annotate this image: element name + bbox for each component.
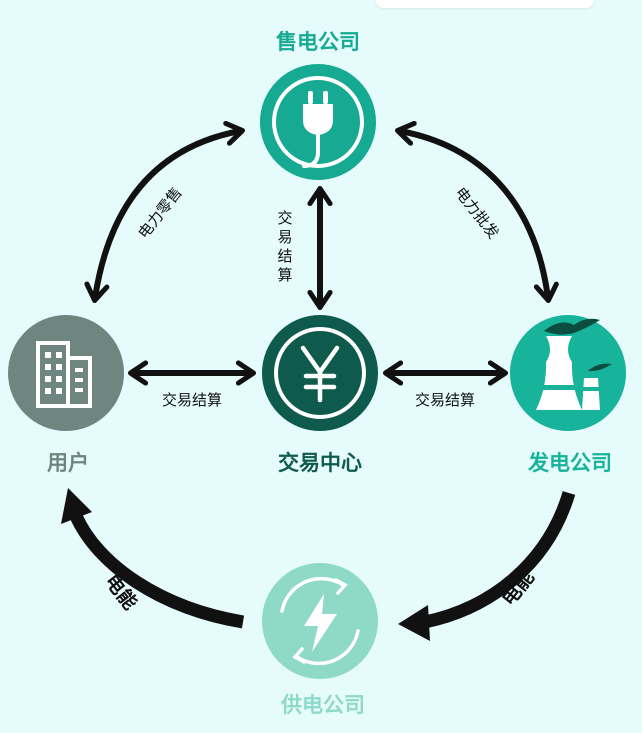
- top-bar: [376, 0, 594, 8]
- arrow-retail-user: [84, 120, 245, 304]
- arrowhead-supply-user: [61, 488, 92, 524]
- node-label-generation: 发电公司: [527, 451, 612, 475]
- node-label-supply: 供电公司: [280, 693, 365, 717]
- node-center: [262, 315, 378, 431]
- edge-label-generation-supply: 电能: [497, 566, 539, 610]
- arrow-generation-supply: [423, 491, 576, 629]
- power-plant-icon: [536, 318, 612, 410]
- edge-label-retail-center: 交易结算: [277, 209, 292, 284]
- arrow-supply-user: [70, 513, 245, 629]
- edge-label-retail-user: 电力零售: [134, 184, 185, 242]
- node-generation: [510, 315, 626, 431]
- svg-text:交易结算: 交易结算: [277, 209, 292, 284]
- building-icon: [36, 341, 92, 408]
- edge-label-center-generation: 交易结算: [415, 391, 475, 409]
- edge-label-retail-generation: 电力批发: [451, 184, 502, 242]
- arrowhead-generation-supply: [398, 605, 430, 641]
- node-user: [8, 315, 124, 431]
- refresh-ring-icon: [280, 576, 360, 666]
- node-label-retail: 售电公司: [276, 30, 360, 54]
- node-retail: [260, 64, 376, 180]
- node-label-center: 交易中心: [278, 451, 362, 475]
- arrow-retail-generation: [395, 120, 559, 304]
- yuan-icon: [300, 345, 340, 403]
- lightning-icon: [304, 594, 337, 652]
- plug-icon: [302, 91, 333, 168]
- node-label-user: 用户: [47, 451, 89, 475]
- node-supply: [262, 563, 378, 679]
- edge-label-center-user: 交易结算: [162, 391, 222, 409]
